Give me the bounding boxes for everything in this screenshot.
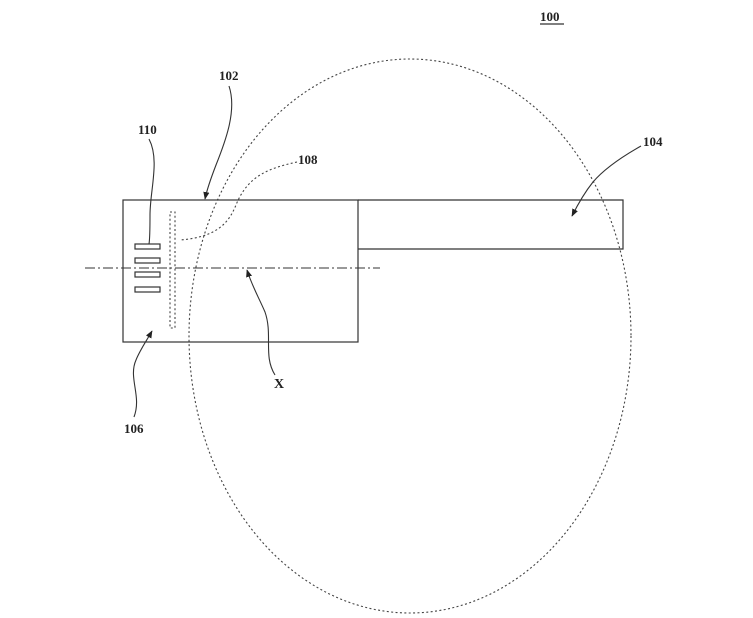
housing-body <box>122 199 359 343</box>
label-102: 102 <box>219 68 239 83</box>
label-108: 108 <box>298 152 318 167</box>
leader-102 <box>203 85 233 200</box>
leader-108 <box>179 161 298 241</box>
label-x: X <box>274 377 284 392</box>
label-110: 110 <box>138 122 157 137</box>
arm <box>358 199 624 250</box>
leader-104 <box>571 145 642 217</box>
slot-group <box>134 243 161 293</box>
slot <box>134 286 161 293</box>
slot <box>134 271 161 278</box>
slot <box>134 243 161 250</box>
dotted-element <box>169 211 176 329</box>
dotted-ellipse <box>188 58 632 614</box>
leader-110 <box>148 138 155 245</box>
leader-106 <box>132 330 153 418</box>
leader-x <box>246 269 276 376</box>
label-106: 106 <box>124 421 144 436</box>
figure-number-label: 100 <box>540 9 560 24</box>
slot <box>134 257 161 264</box>
label-104: 104 <box>643 134 663 149</box>
